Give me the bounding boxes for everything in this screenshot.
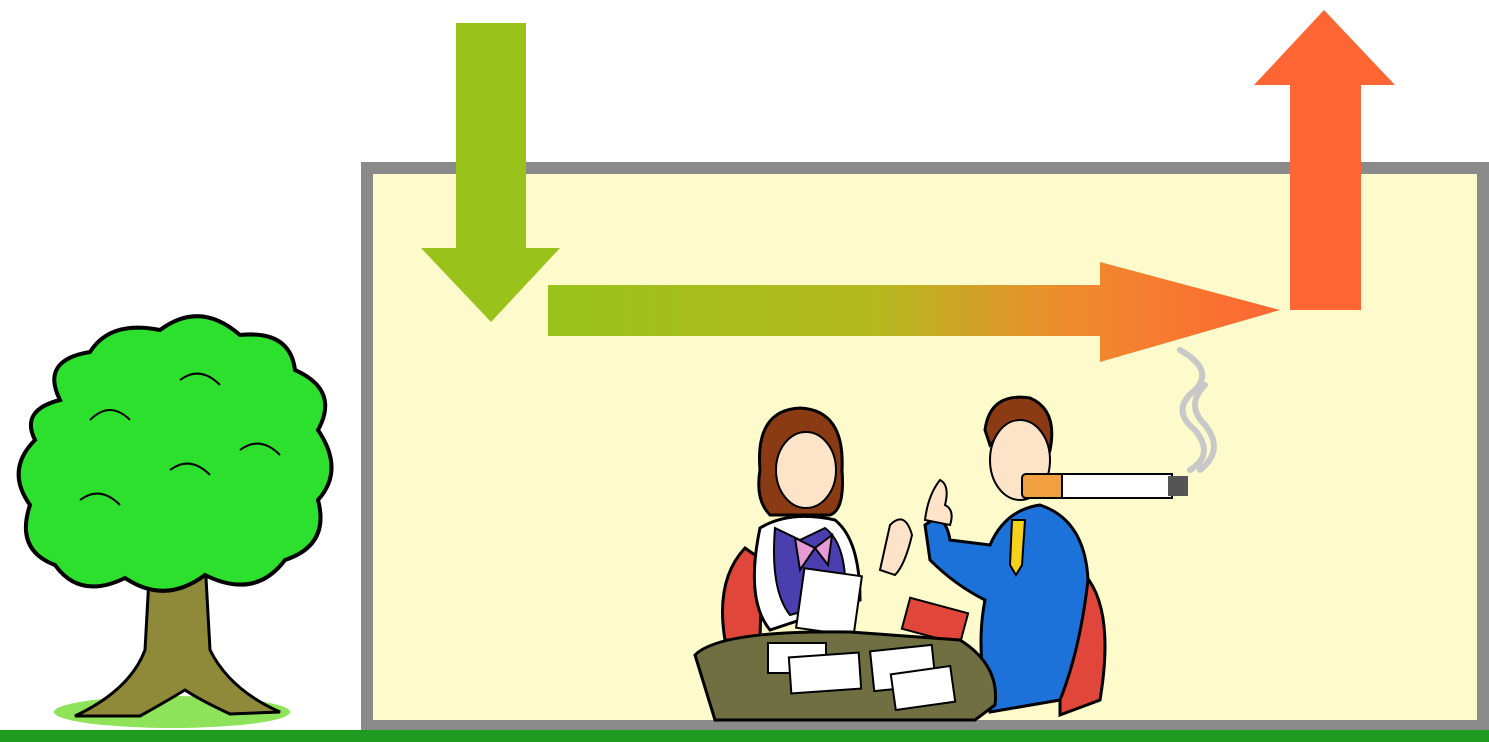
table-paper-3 [891, 666, 955, 710]
cigarette-filter [1022, 474, 1064, 498]
cigarette-ash [1168, 476, 1188, 496]
table-paper-1 [789, 653, 861, 694]
cigarette-body [1062, 474, 1172, 498]
cigarette-icon [1022, 474, 1188, 498]
woman-paper [796, 568, 862, 635]
ground-line [0, 730, 1489, 742]
woman-face [776, 432, 836, 508]
